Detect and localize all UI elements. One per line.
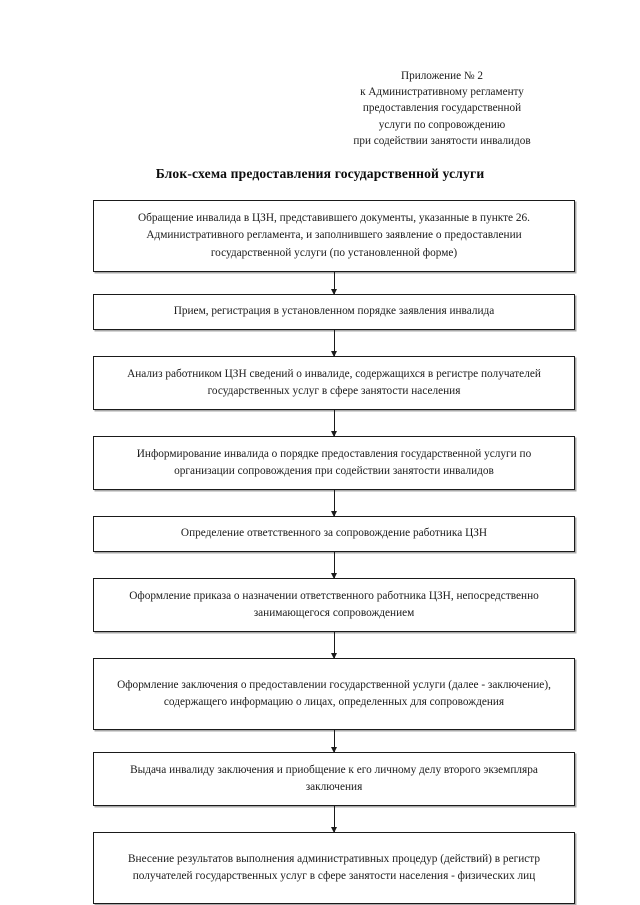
arrow-stem-icon [331,490,337,517]
flow-node-step-1: Обращение инвалида в ЦЗН, представившего… [93,200,575,272]
flow-node-step-9-label: Внесение результатов выполнения админист… [128,852,540,883]
flow-arrow-3-to-4 [93,410,575,437]
flow-node-step-5-label: Определение ответственного за сопровожде… [180,527,488,540]
arrow-head-icon [331,573,337,579]
arrow-stem-icon [331,410,337,437]
arrow-stem-icon [331,632,337,659]
arrow-stem-icon [331,330,337,357]
arrow-head-icon [331,653,337,659]
appendix-header-line-3: предоставления государственной [362,102,522,115]
flow-node-step-8: Выдача инвалиду заключения и приобщение … [93,752,575,806]
flow-node-step-6-label: Оформление приказа о назначении ответств… [129,589,539,620]
flow-node-step-7-label: Оформление заключения о предоставлении г… [117,678,551,709]
arrow-stem-icon [331,806,337,833]
flowchart: Обращение инвалида в ЦЗН, представившего… [93,200,575,904]
arrow-stem-icon [331,730,337,753]
flow-node-step-1-label: Обращение инвалида в ЦЗН, представившего… [137,211,531,259]
arrow-head-icon [331,431,337,437]
flow-node-step-5: Определение ответственного за сопровожде… [93,516,575,552]
flow-node-step-4-label: Информирование инвалида о порядке предос… [136,447,532,478]
flow-node-step-9: Внесение результатов выполнения админист… [93,832,575,904]
arrow-head-icon [331,747,337,753]
flow-node-step-3: Анализ работником ЦЗН сведений о инвалид… [93,356,575,410]
page-title: Блок-схема предоставления государственно… [155,166,485,181]
arrow-head-icon [331,827,337,833]
flow-node-step-4: Информирование инвалида о порядке предос… [93,436,575,490]
flow-arrow-7-to-8 [93,730,575,753]
flow-node-step-7: Оформление заключения о предоставлении г… [93,658,575,730]
flow-node-step-6: Оформление приказа о назначении ответств… [93,578,575,632]
arrow-head-icon [331,289,337,295]
arrow-head-icon [331,351,337,357]
flow-arrow-6-to-7 [93,632,575,659]
appendix-header-line-5: при содействии занятости инвалидов [353,134,531,147]
appendix-header-line-1: Приложение № 2 [401,70,483,82]
arrow-stem-icon [331,552,337,579]
appendix-header-note: Приложение № 2 к Административному регла… [292,68,592,149]
flow-node-step-2: Прием, регистрация в установленном поряд… [93,294,575,330]
arrow-head-icon [331,511,337,517]
arrow-stem-icon [331,272,337,295]
flow-arrow-5-to-6 [93,552,575,579]
flow-arrow-2-to-3 [93,330,575,357]
flow-node-step-3-label: Анализ работником ЦЗН сведений о инвалид… [127,367,541,398]
appendix-header-line-2: к Административному регламенту [360,86,524,99]
appendix-header-line-4: услуги по сопровождению [378,118,506,131]
flow-node-step-2-label: Прием, регистрация в установленном поряд… [173,305,495,318]
flow-node-step-8-label: Выдача инвалиду заключения и приобщение … [130,763,538,794]
flow-arrow-1-to-2 [93,272,575,295]
flow-arrow-4-to-5 [93,490,575,517]
flow-arrow-8-to-9 [93,806,575,833]
